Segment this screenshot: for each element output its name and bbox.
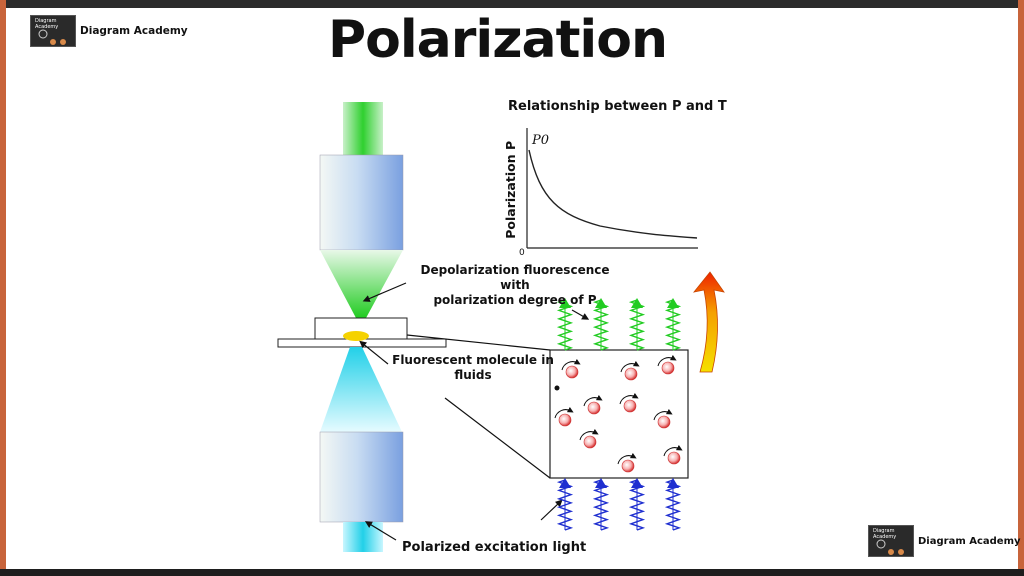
graph-y-label: Polarization P <box>503 140 519 239</box>
wave-arrowhead <box>667 478 679 488</box>
molecule-sphere <box>565 365 579 379</box>
molecule-sphere <box>661 361 675 375</box>
molecule-sphere <box>583 435 597 449</box>
excitation-label: Polarized excitation light <box>402 540 587 555</box>
emission-beam-top <box>343 102 383 157</box>
microscope-optics <box>277 102 447 552</box>
molecule-sphere <box>667 451 681 465</box>
wave-arrowhead <box>559 478 571 488</box>
molecule-label: Fluorescent molecule in fluids <box>388 353 558 383</box>
leader-line-excitation <box>364 521 397 541</box>
rotation-indicator <box>620 360 640 373</box>
excitation-waves <box>556 478 682 531</box>
molecule-sphere <box>623 399 637 413</box>
excitation-cone <box>320 347 402 432</box>
graph-origin-label: 0 <box>519 248 525 258</box>
brand-logo-icon: Diagram Academy <box>30 15 76 47</box>
rotation-indicator <box>561 358 581 371</box>
brand-logo-bottom: Diagram Academy Diagram Academy <box>868 525 1021 557</box>
fluorescent-molecule <box>561 358 581 379</box>
wave-arrowhead <box>595 478 607 488</box>
depolarization-label-line1: Depolarization fluorescence with <box>420 263 610 292</box>
fluorescent-molecule <box>617 452 637 473</box>
molecule-sphere <box>621 459 635 473</box>
molecules-group <box>554 354 683 473</box>
p-vs-t-graph <box>526 128 698 249</box>
brand-logo-icon: Diagram Academy <box>868 525 914 557</box>
pointer-excitation-waves <box>540 499 563 521</box>
molecule-sphere <box>558 413 572 427</box>
graph-decay-curve <box>528 149 698 239</box>
molecule-label-line1: Fluorescent molecule in <box>392 353 554 367</box>
rotation-indicator <box>579 428 599 441</box>
fluorescent-molecule <box>554 406 574 427</box>
zoom-line-top <box>406 334 551 351</box>
graph-title: Relationship between P and T <box>508 99 727 114</box>
fluorescent-molecule <box>583 394 603 415</box>
molecule-sphere <box>587 401 601 415</box>
wave-arrowhead <box>631 298 643 308</box>
brand-logo-text: Diagram Academy <box>80 25 188 37</box>
fluorescent-molecule <box>619 392 639 413</box>
fluorescent-molecule <box>657 354 677 375</box>
fluorescent-molecule <box>663 444 683 465</box>
rotation-indicator <box>619 392 639 405</box>
right-frame-border <box>1018 0 1024 576</box>
leader-lines <box>359 282 590 541</box>
depolarization-label-line2: polarization degree of P <box>433 293 597 307</box>
depolarization-label: Depolarization fluorescence with polariz… <box>412 263 618 308</box>
wave-arrowhead <box>667 298 679 308</box>
brand-logo-top: Diagram Academy Diagram Academy <box>30 15 188 47</box>
graph-p0-label: P0 <box>532 133 550 148</box>
top-frame-bar <box>0 0 1024 8</box>
molecule-label-line2: fluids <box>454 368 492 382</box>
lower-objective <box>319 431 404 523</box>
rotation-indicator <box>583 394 603 407</box>
wave-arrowhead <box>595 298 607 308</box>
wave-arrowhead <box>631 478 643 488</box>
zoom-line-bottom <box>444 397 551 479</box>
left-frame-border <box>0 0 6 576</box>
leader-line-molecule <box>359 340 389 365</box>
brand-logo-mini-text: Diagram Academy <box>873 528 897 540</box>
rotation-indicator <box>617 452 637 465</box>
molecule-sphere <box>624 367 638 381</box>
leader-line-depolarization <box>362 282 407 302</box>
brand-logo-text: Diagram Academy <box>918 535 1021 547</box>
rotation-indicator <box>554 406 574 419</box>
wave-arrowhead <box>559 298 571 308</box>
emission-waves <box>556 298 682 351</box>
bottom-frame-bar <box>0 569 1024 576</box>
excitation-beam-bottom <box>343 522 383 552</box>
fluorescent-molecule <box>620 360 640 381</box>
emission-cone <box>320 250 403 318</box>
brand-logo-mini-text: Diagram Academy <box>35 18 59 30</box>
fluorescent-molecule <box>579 428 599 449</box>
rotation-indicator <box>653 408 673 421</box>
upper-objective <box>319 154 404 251</box>
rotation-indicator <box>657 354 677 367</box>
rotation-arrow <box>693 271 725 373</box>
rotation-indicator <box>663 444 683 457</box>
fluorescent-molecule <box>653 408 673 429</box>
fluorescent-droplet <box>343 331 369 341</box>
molecule-sphere <box>657 415 671 429</box>
pointer-emission-waves <box>571 309 590 320</box>
fluid-box-marker <box>554 385 560 391</box>
page-title: Polarization <box>328 10 668 70</box>
